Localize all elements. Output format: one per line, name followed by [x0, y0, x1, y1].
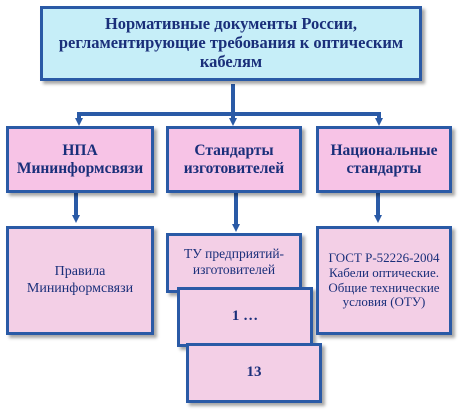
doc-tu-main-label: ТУ предприятий-изготовителей [183, 246, 285, 277]
category-npa-label: НПА Мининформсвязи [16, 141, 144, 177]
diagram-title: Нормативные документы России, регламенти… [40, 6, 422, 81]
doc-tu-1: 1 … [177, 287, 313, 347]
doc-gost: ГОСТ Р-52226-2004 Кабели оптические. Общ… [316, 226, 452, 335]
doc-tu-13-label: 13 [246, 364, 262, 381]
doc-tu-13: 13 [186, 343, 322, 403]
doc-tu-main: ТУ предприятий-изготовителей [166, 233, 302, 293]
category-national-label: Национальные стандарты [330, 141, 438, 177]
doc-npa-rules-label: Правила Мининформсвязи [26, 264, 134, 296]
category-npa: НПА Мининформсвязи [6, 126, 154, 193]
doc-gost-label: ГОСТ Р-52226-2004 Кабели оптические. Общ… [328, 249, 440, 310]
category-national: Национальные стандарты [316, 126, 452, 193]
category-manufacturers: Стандарты изготовителей [166, 126, 302, 193]
doc-tu-1-label: 1 … [231, 308, 259, 325]
doc-npa-rules: Правила Мининформсвязи [6, 226, 154, 335]
category-manufacturers-label: Стандарты изготовителей [183, 141, 285, 177]
